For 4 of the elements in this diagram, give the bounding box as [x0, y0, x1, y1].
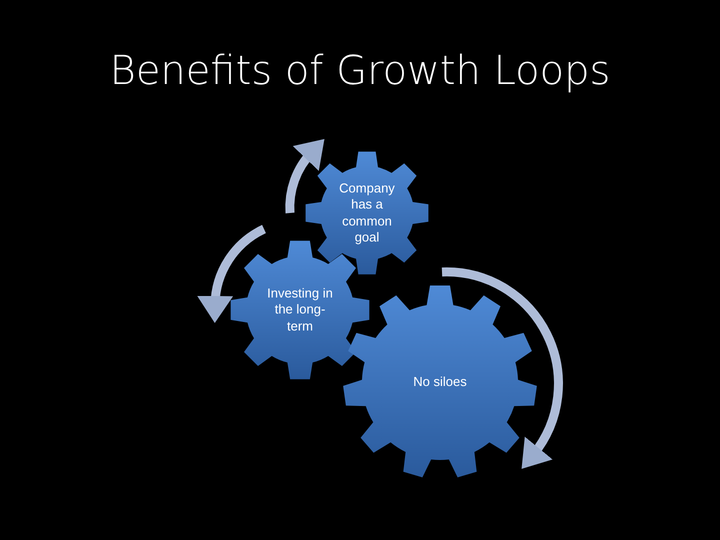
gear-label: Company has a common goal — [338, 180, 396, 246]
gear-label: No siloes — [412, 374, 468, 390]
slide-title: Benefits of Growth Loops — [108, 48, 612, 94]
gear-label: Investing in the long-term — [266, 286, 334, 334]
